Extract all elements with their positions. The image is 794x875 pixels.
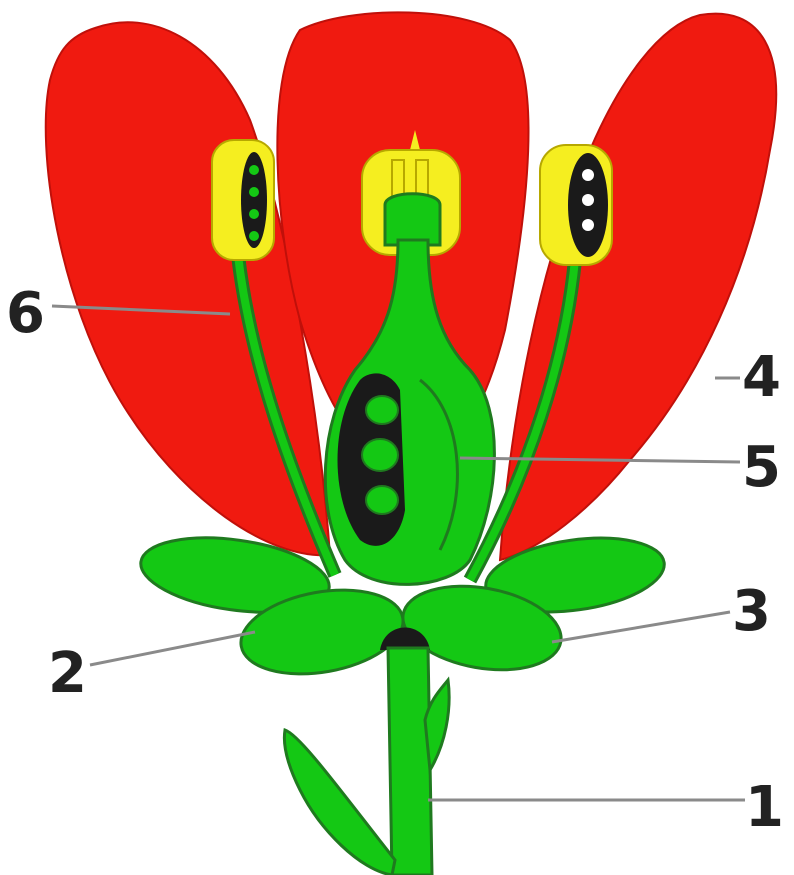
leader-5 <box>460 458 740 462</box>
label-1: 1 <box>745 775 784 840</box>
leaf <box>284 730 395 875</box>
anther-left <box>212 140 274 260</box>
ovule-1 <box>366 396 398 424</box>
ovule-2 <box>362 439 398 471</box>
ovule-3 <box>366 486 398 514</box>
leader-2 <box>90 632 255 665</box>
label-3: 3 <box>732 579 771 644</box>
petal-right <box>500 14 776 560</box>
anther-right <box>540 145 612 265</box>
label-6: 6 <box>6 281 45 346</box>
stem-group <box>284 648 449 875</box>
label-4: 4 <box>742 345 781 410</box>
label-5: 5 <box>742 435 781 500</box>
label-2: 2 <box>48 641 87 706</box>
leader-3 <box>552 612 730 642</box>
stem <box>388 648 432 875</box>
